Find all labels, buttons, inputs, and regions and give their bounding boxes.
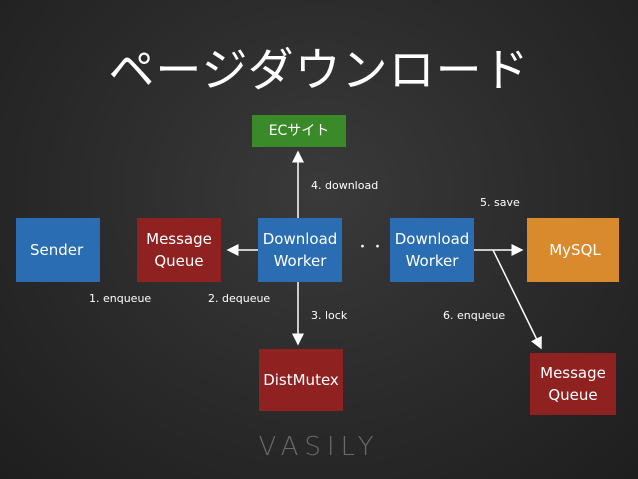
ellipsis-label: ・・・: [356, 240, 402, 255]
download-worker-node-2: Download Worker: [390, 218, 474, 282]
mysql-node: MySQL: [527, 218, 619, 282]
download-label: 4. download: [311, 179, 379, 192]
enqueue-2-label: 6. enqueue: [443, 309, 506, 322]
sender-node: Sender: [16, 218, 100, 282]
dequeue-label: 2. dequeue: [208, 292, 271, 305]
vasily-logo: VASILY: [258, 432, 380, 462]
enqueue-2-arrow: [492, 249, 542, 350]
enqueue-label: 1. enqueue: [89, 292, 152, 305]
ec-site-node: ECサイト: [252, 115, 346, 147]
save-label: 5. save: [480, 196, 520, 209]
message-queue-node-2: Message Queue: [530, 353, 616, 415]
message-queue-node: Message Queue: [137, 218, 221, 282]
download-worker-node-1: Download Worker: [258, 218, 342, 282]
page-title: ページダウンロード: [108, 43, 530, 97]
lock-label: 3. lock: [311, 309, 348, 322]
dist-mutex-node: DistMutex: [259, 349, 343, 411]
